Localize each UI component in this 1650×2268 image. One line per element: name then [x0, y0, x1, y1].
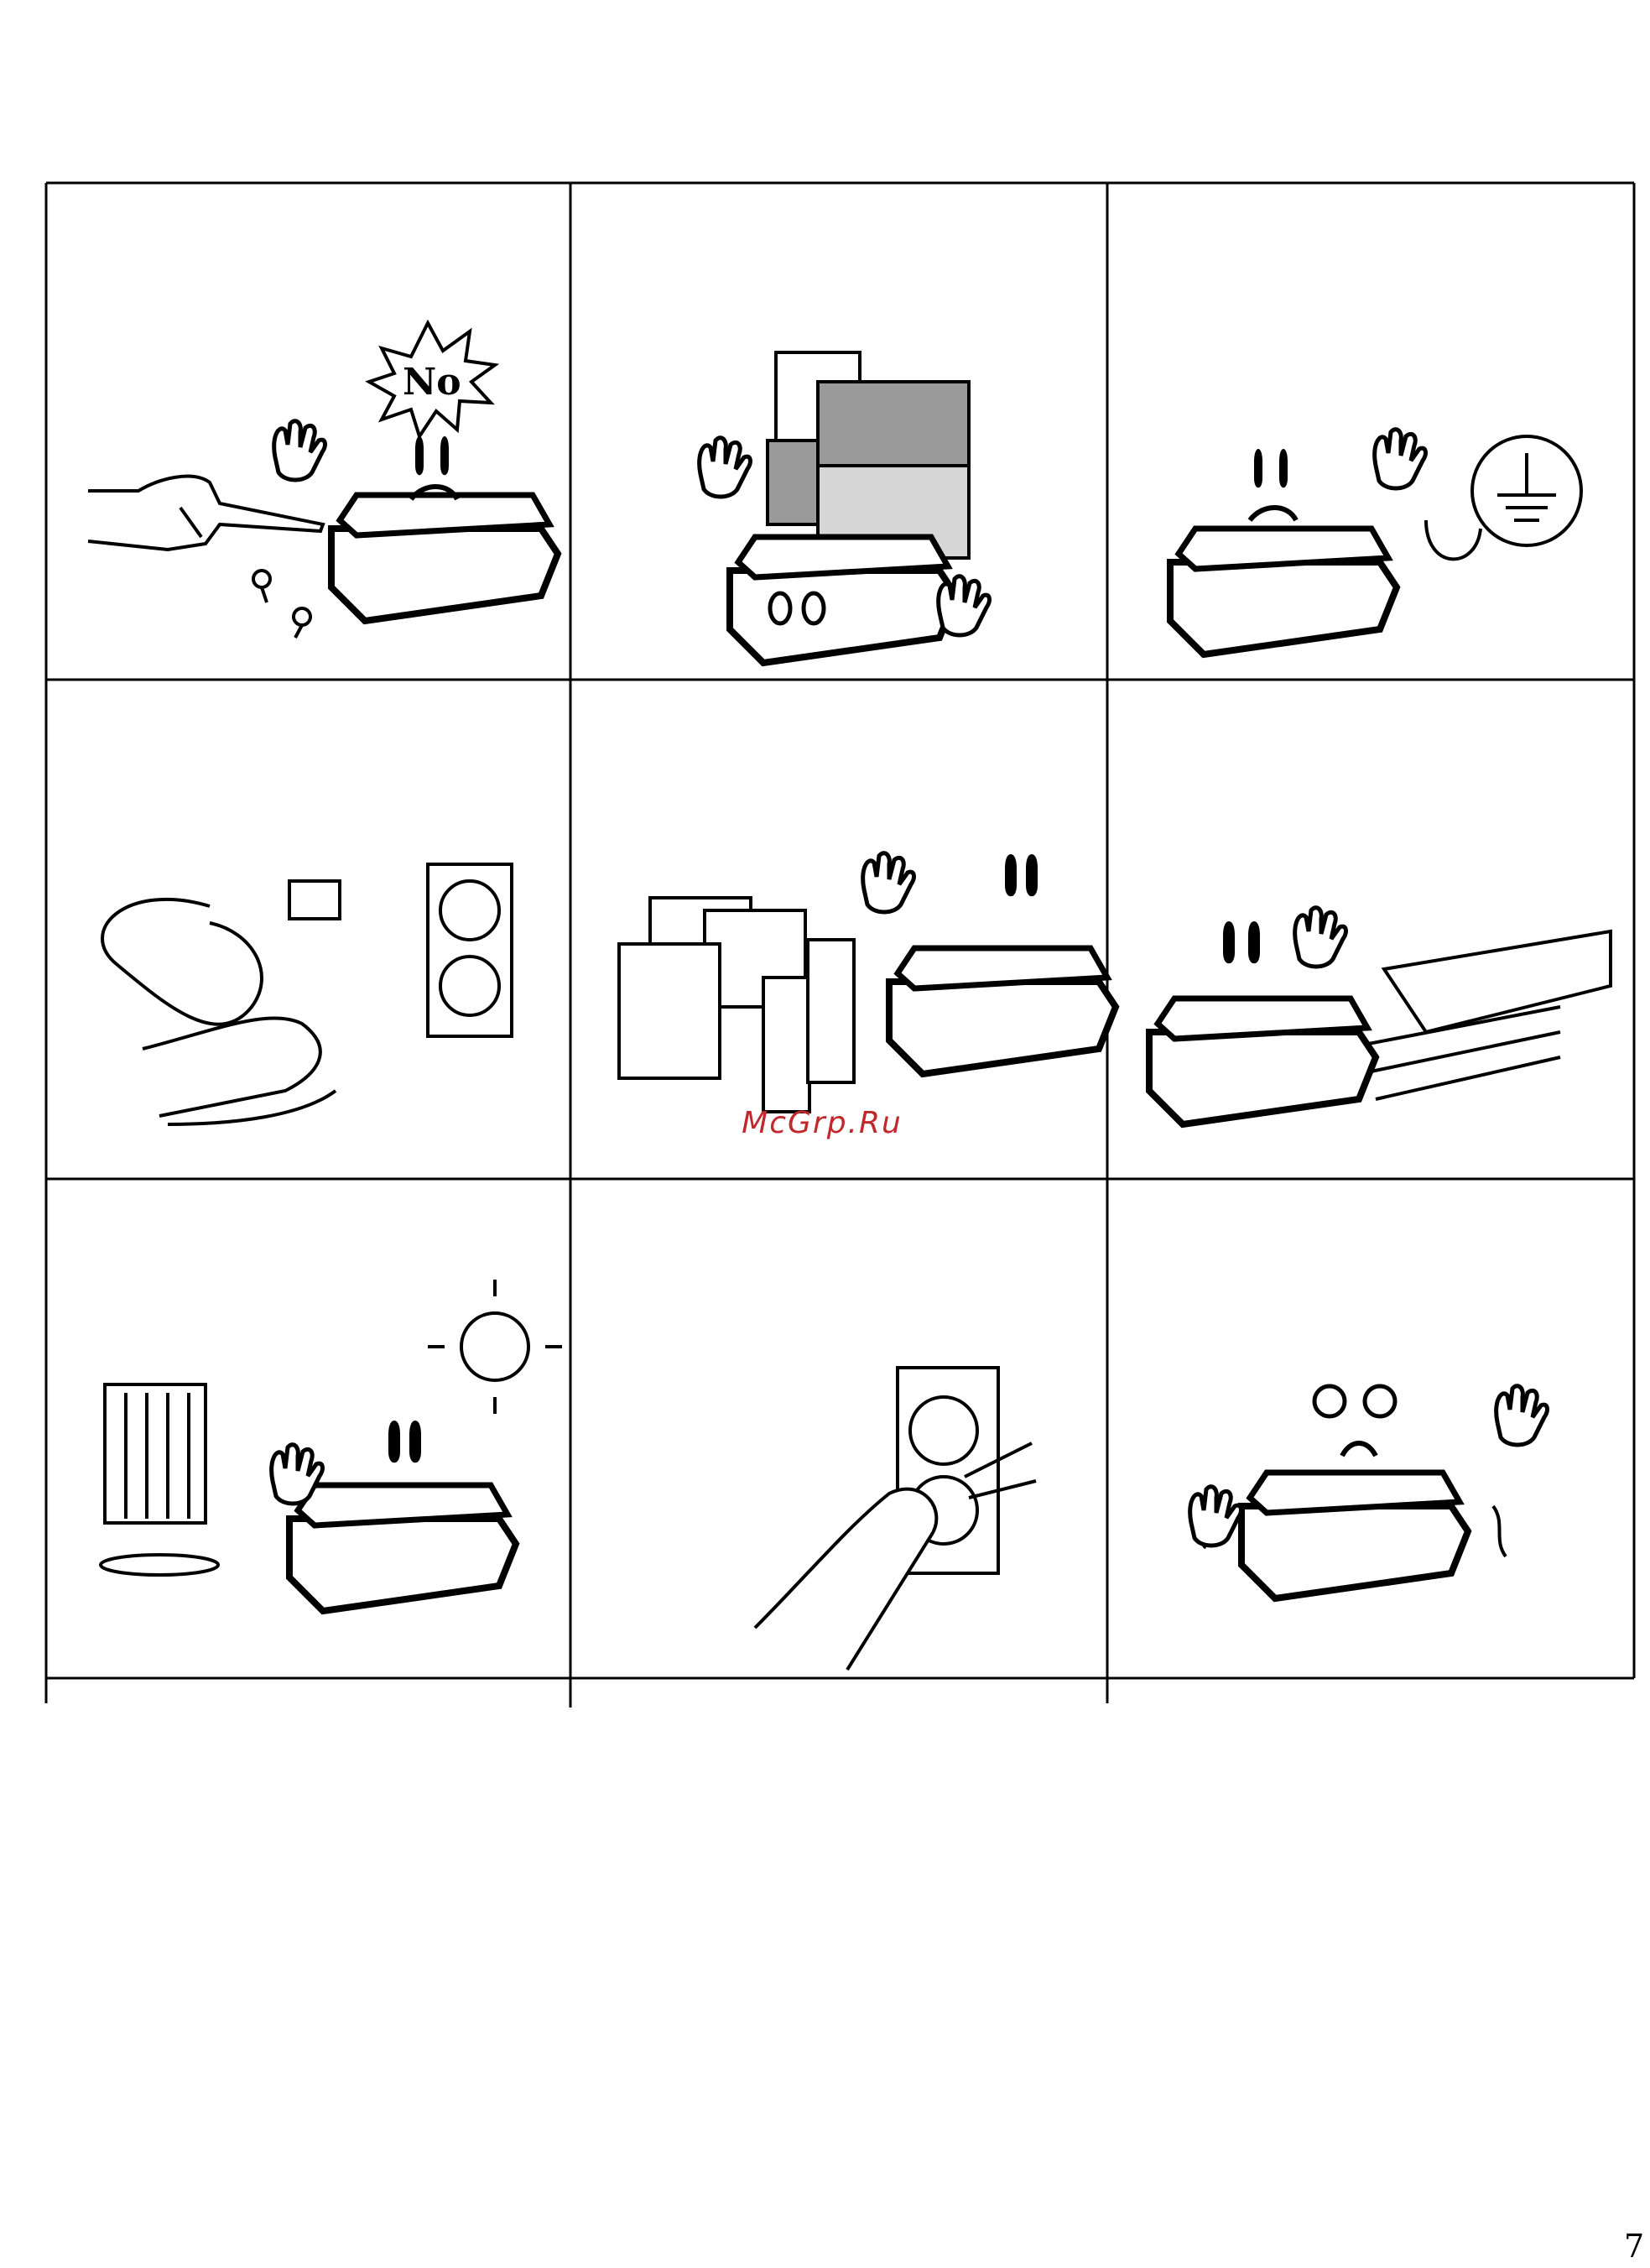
- no-sign-text: No: [403, 361, 461, 404]
- scale-character-icon: [289, 1422, 516, 1611]
- hands-icon: [143, 1018, 336, 1124]
- bathtub-icon: [1342, 931, 1611, 1099]
- illustration-grid: No: [0, 0, 1650, 1762]
- panel-heat-sun: [101, 1280, 562, 1611]
- panel-power-cord: [102, 864, 512, 1124]
- watermark: McGrp.Ru: [730, 1106, 914, 1140]
- page-number: 7: [1624, 2228, 1644, 2265]
- scale-character-icon: [889, 856, 1116, 1074]
- raised-hand-icon: [1295, 908, 1346, 967]
- raised-hand-icon: [1190, 1487, 1241, 1546]
- scale-character-icon: [1149, 923, 1376, 1124]
- raised-hand-icon: [939, 576, 990, 635]
- panel-vibration: [1190, 1386, 1548, 1598]
- raised-hand-icon: [1496, 1386, 1548, 1445]
- scale-character-icon: [331, 436, 558, 621]
- panel-no-overload: [700, 352, 990, 663]
- scale-character-icon: [730, 537, 956, 663]
- panel-no-disassembly: No: [88, 323, 558, 638]
- raised-hand-icon: [863, 853, 914, 912]
- ground-symbol-icon: [1426, 436, 1581, 559]
- screws-icon: [253, 571, 310, 638]
- sun-icon: [428, 1280, 562, 1414]
- heater-icon: [101, 1384, 218, 1575]
- heavy-boxes-icon: [768, 352, 969, 558]
- scale-character-icon: [1204, 1386, 1506, 1598]
- panel-grounding: [1170, 430, 1581, 654]
- panel-chemicals: [619, 853, 1116, 1112]
- plug-cord-icon: [102, 881, 340, 1025]
- raised-hand-icon: [700, 438, 751, 497]
- hand-screwdriver-icon: [88, 477, 323, 550]
- panel-wet-hands-socket: [755, 1368, 1036, 1670]
- wall-socket-icon: [428, 864, 512, 1036]
- raised-hand-icon: [1375, 430, 1426, 488]
- panel-humidity: [1149, 908, 1611, 1124]
- no-burst-sign-icon: No: [369, 323, 495, 436]
- raised-hand-icon: [274, 421, 325, 480]
- scale-character-icon: [1170, 449, 1397, 654]
